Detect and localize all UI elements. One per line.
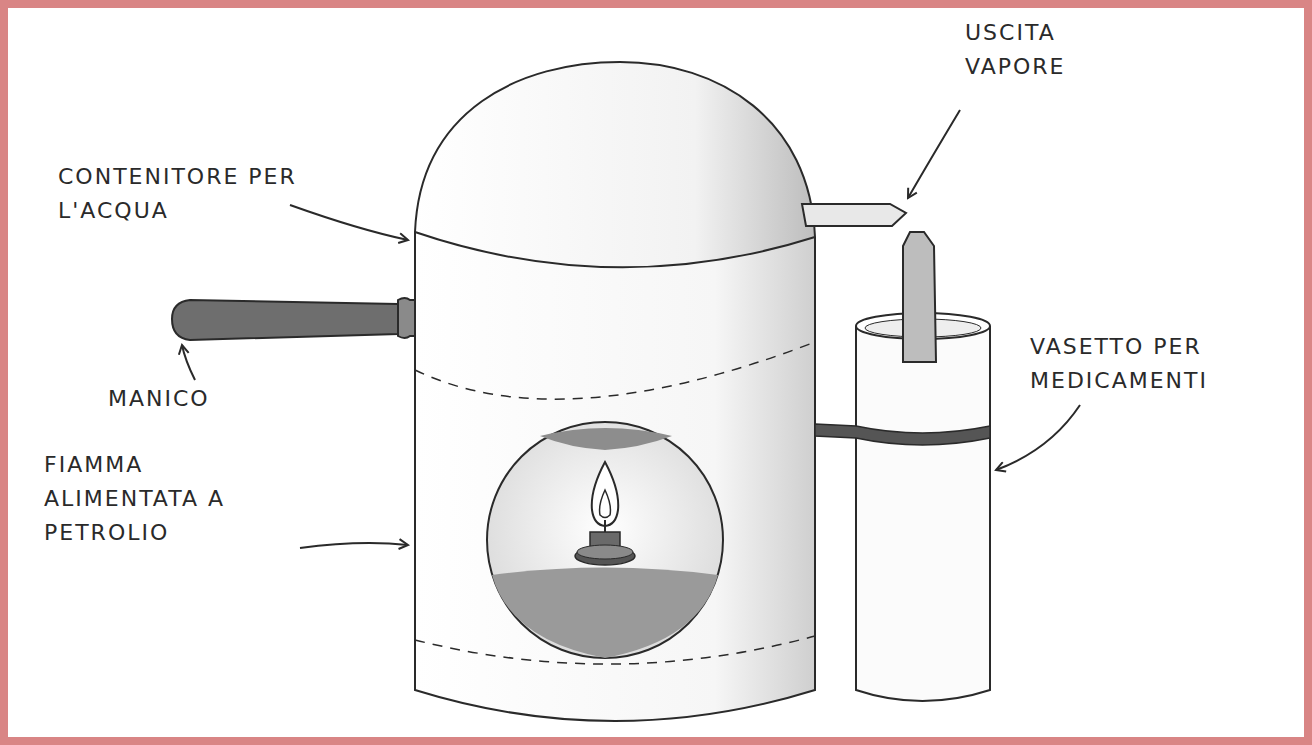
steam-outlet [802,204,906,226]
burner-body [415,232,815,721]
leader-arrow [300,543,408,548]
leader-arrow [290,205,408,240]
callout-label: CONTENITORE PER L'ACQUA [58,160,298,228]
flame-window [487,422,723,658]
callout-label: FIAMMA ALIMENTATA A PETROLIO [44,448,264,550]
callout-label: USCITA VAPORE [965,16,1125,84]
handle [172,298,415,340]
medicine-jar [815,232,990,701]
leader-arrow [908,110,960,198]
callout-label: MANICO [108,382,248,416]
hidden-edge [415,342,815,399]
leader-arrow [182,345,195,380]
water-container [415,62,815,267]
leader-arrow [996,405,1080,470]
callout-label: VASETTO PER MEDICAMENTI [1030,330,1280,398]
